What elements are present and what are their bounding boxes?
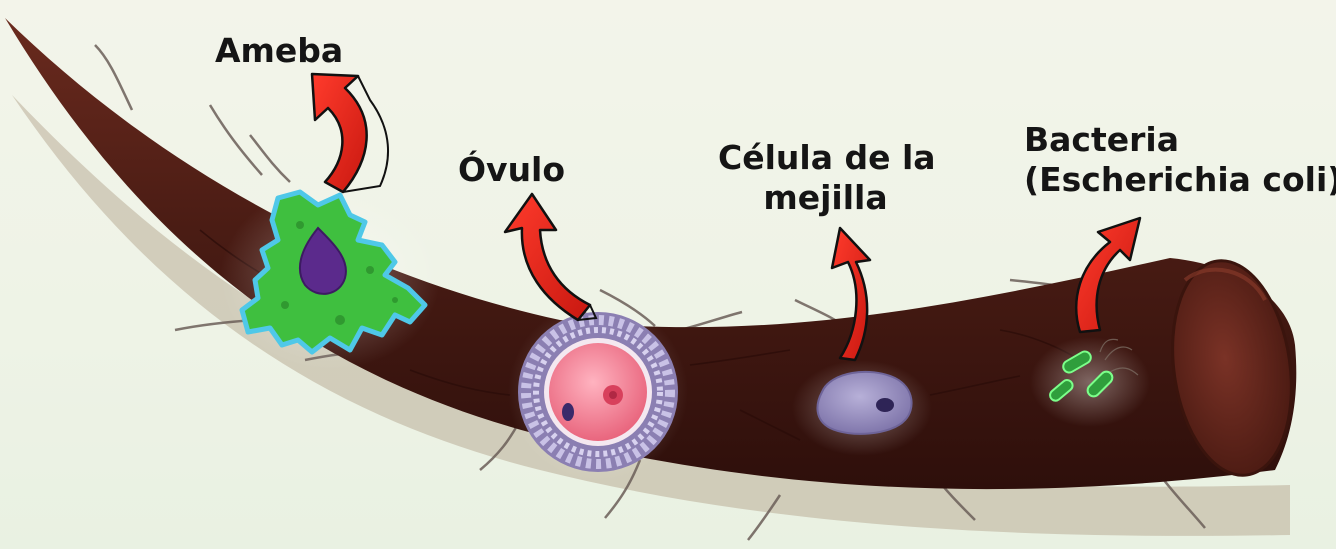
red-arrow-icon xyxy=(312,74,388,192)
bacteria-icon xyxy=(1030,337,1150,427)
label-celula-mejilla: Célula de la mejilla xyxy=(718,138,933,218)
label-celula-line1: Célula de la xyxy=(718,138,933,178)
label-ameba: Ameba xyxy=(215,31,343,71)
label-bacteria-line1: Bacteria xyxy=(1024,120,1336,160)
ovulo-icon xyxy=(508,302,688,482)
label-celula-line2: mejilla xyxy=(718,178,933,218)
ameba-icon xyxy=(220,186,440,370)
label-ovulo: Óvulo xyxy=(458,150,565,190)
label-bacteria-line2: (Escherichia coli) xyxy=(1024,160,1336,200)
cheek-cell-icon xyxy=(792,360,932,456)
label-bacteria: Bacteria (Escherichia coli) xyxy=(1024,120,1336,200)
red-arrow-icon xyxy=(505,194,596,320)
